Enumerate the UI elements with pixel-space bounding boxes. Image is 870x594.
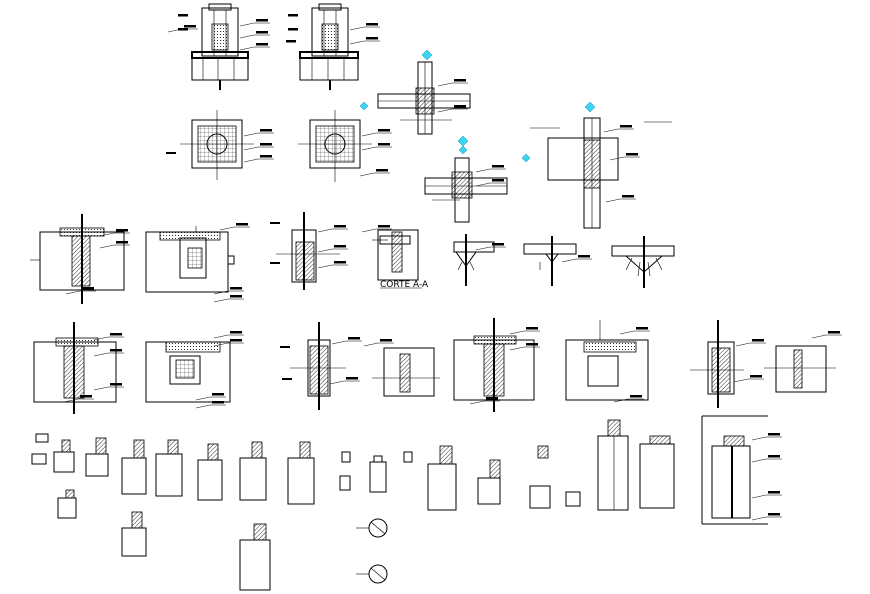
small-details-row — [31, 419, 675, 591]
column-base-elevation-2 — [286, 3, 381, 90]
section-label: CORTE A-A — [380, 280, 429, 290]
beam-column-joint-2 — [424, 135, 508, 223]
base-plate-plan-1 — [166, 110, 275, 180]
gusset-detail-3 — [611, 236, 675, 288]
connection-detail-r4-7 — [690, 320, 767, 408]
connection-detail-r4-2 — [145, 330, 245, 409]
connection-detail-r4-1 — [33, 322, 125, 414]
gusset-detail-2 — [523, 236, 593, 286]
beam-column-joint-3 — [521, 101, 672, 229]
connection-detail-r4-3 — [280, 322, 363, 410]
beam-column-joint-1 — [359, 49, 471, 135]
connection-detail-r3-2 — [145, 222, 251, 303]
column-base-elevation-1 — [167, 3, 271, 90]
grip-marker-icon — [359, 101, 369, 111]
grip-marker-icon — [457, 135, 469, 147]
connection-detail-r4-4 — [363, 338, 440, 397]
connection-detail-r3-3 — [270, 212, 349, 290]
base-plate-plan-2 — [298, 110, 393, 182]
connection-detail-r4-5 — [453, 318, 541, 412]
gusset-detail-1 — [453, 234, 507, 286]
grip-marker-icon — [421, 49, 433, 61]
connection-detail-r3-1 — [30, 214, 131, 304]
connection-detail-r4-6 — [565, 320, 651, 403]
grip-marker-icon — [458, 145, 468, 155]
grip-marker-icon — [584, 101, 596, 113]
connection-detail-r4-8 — [764, 330, 843, 393]
framed-column-detail — [701, 415, 783, 525]
corte-a-a-section: CORTE A-A — [361, 224, 429, 290]
grip-marker-icon — [521, 153, 531, 163]
